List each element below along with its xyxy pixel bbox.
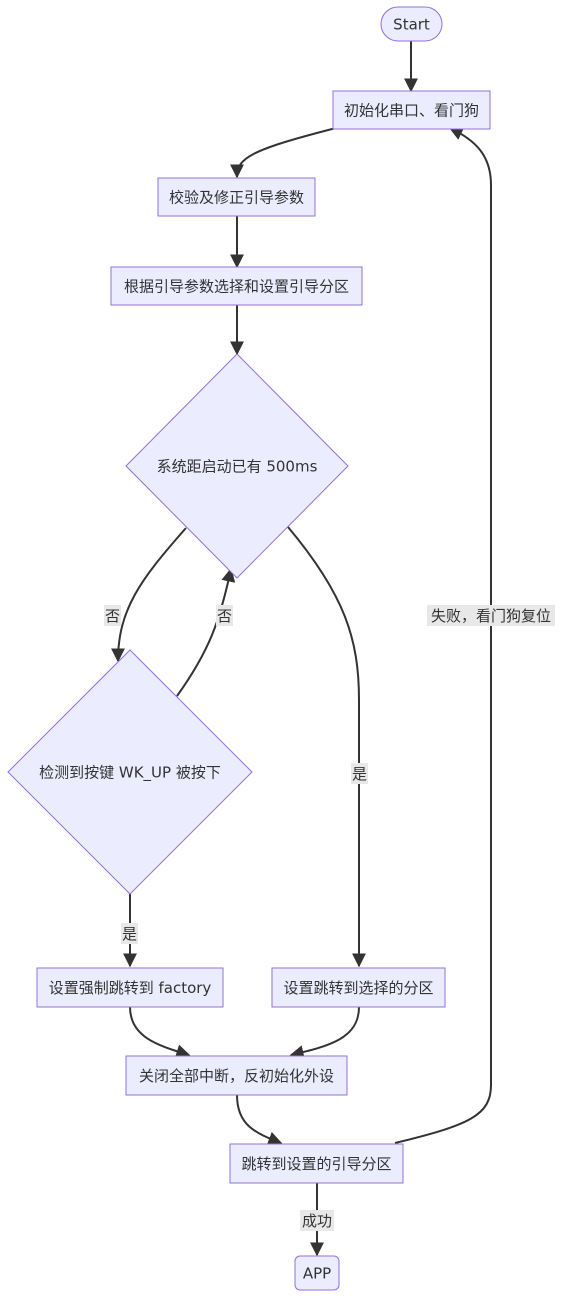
svg-text:APP: APP: [303, 1265, 331, 1283]
node-check-time: 系统距启动已有 500ms: [125, 353, 349, 579]
svg-text:校验及修正引导参数: 校验及修正引导参数: [169, 189, 304, 207]
svg-text:关闭全部中断，反初始化外设: 关闭全部中断，反初始化外设: [139, 1067, 334, 1085]
edge-init-to-verify: [230, 127, 337, 179]
svg-text:失败，看门狗复位: 失败，看门狗复位: [431, 607, 551, 625]
edge-label-time-yes: 是: [351, 763, 368, 784]
svg-text:根据引导参数选择和设置引导分区: 根据引导参数选择和设置引导分区: [124, 278, 349, 296]
node-check-key: 检测到按键 WK_UP 被按下: [7, 649, 253, 895]
edge-label-key-no: 否: [216, 605, 233, 626]
edge-label-key-yes: 是: [121, 923, 138, 944]
node-verify: 校验及修正引导参数: [157, 177, 316, 217]
svg-text:系统距启动已有 500ms: 系统距启动已有 500ms: [157, 458, 318, 476]
edge-labels: 否 否 是 是 失败，看门狗复位 成功: [104, 605, 555, 1231]
node-close-irq: 关闭全部中断，反初始化外设: [125, 1055, 348, 1096]
svg-text:设置强制跳转到 factory: 设置强制跳转到 factory: [49, 979, 212, 997]
edge-label-fail: 失败，看门狗复位: [427, 605, 555, 626]
edge-label-success: 成功: [300, 1210, 334, 1231]
nodes: Start 初始化串口、看门狗 校验及修正引导参数 根据引导参数选择和设置引导分…: [7, 6, 491, 1291]
svg-text:是: 是: [352, 765, 367, 783]
node-jump: 跳转到设置的引导分区: [229, 1143, 404, 1184]
svg-text:初始化串口、看门狗: 初始化串口、看门狗: [344, 102, 479, 120]
svg-text:Start: Start: [393, 16, 430, 34]
edge-label-time-no: 否: [104, 605, 121, 626]
edge-time-no-to-key: [111, 527, 187, 663]
svg-text:检测到按键 WK_UP 被按下: 检测到按键 WK_UP 被按下: [39, 764, 221, 783]
svg-text:设置跳转到选择的分区: 设置跳转到选择的分区: [283, 979, 433, 997]
svg-text:成功: 成功: [302, 1212, 332, 1230]
node-jump-selected: 设置跳转到选择的分区: [271, 967, 446, 1008]
edge-close-to-jump: [236, 1094, 283, 1146]
svg-text:否: 否: [217, 607, 232, 625]
edge-jump-to-init-fail: [394, 127, 492, 1144]
edge-selected-to-close: [289, 1006, 360, 1059]
node-start: Start: [380, 6, 443, 42]
node-init: 初始化串口、看门狗: [332, 90, 491, 130]
svg-text:否: 否: [105, 607, 120, 625]
node-app: APP: [294, 1255, 340, 1291]
svg-text:是: 是: [122, 925, 137, 943]
edge-time-yes-to-jump-selected: [287, 526, 366, 968]
svg-text:跳转到设置的引导分区: 跳转到设置的引导分区: [241, 1155, 391, 1173]
edge-key-no-to-time: [176, 567, 236, 697]
edge-factory-to-close: [129, 1006, 191, 1058]
node-force-factory: 设置强制跳转到 factory: [36, 967, 224, 1008]
node-select-partition: 根据引导参数选择和设置引导分区: [110, 266, 363, 306]
